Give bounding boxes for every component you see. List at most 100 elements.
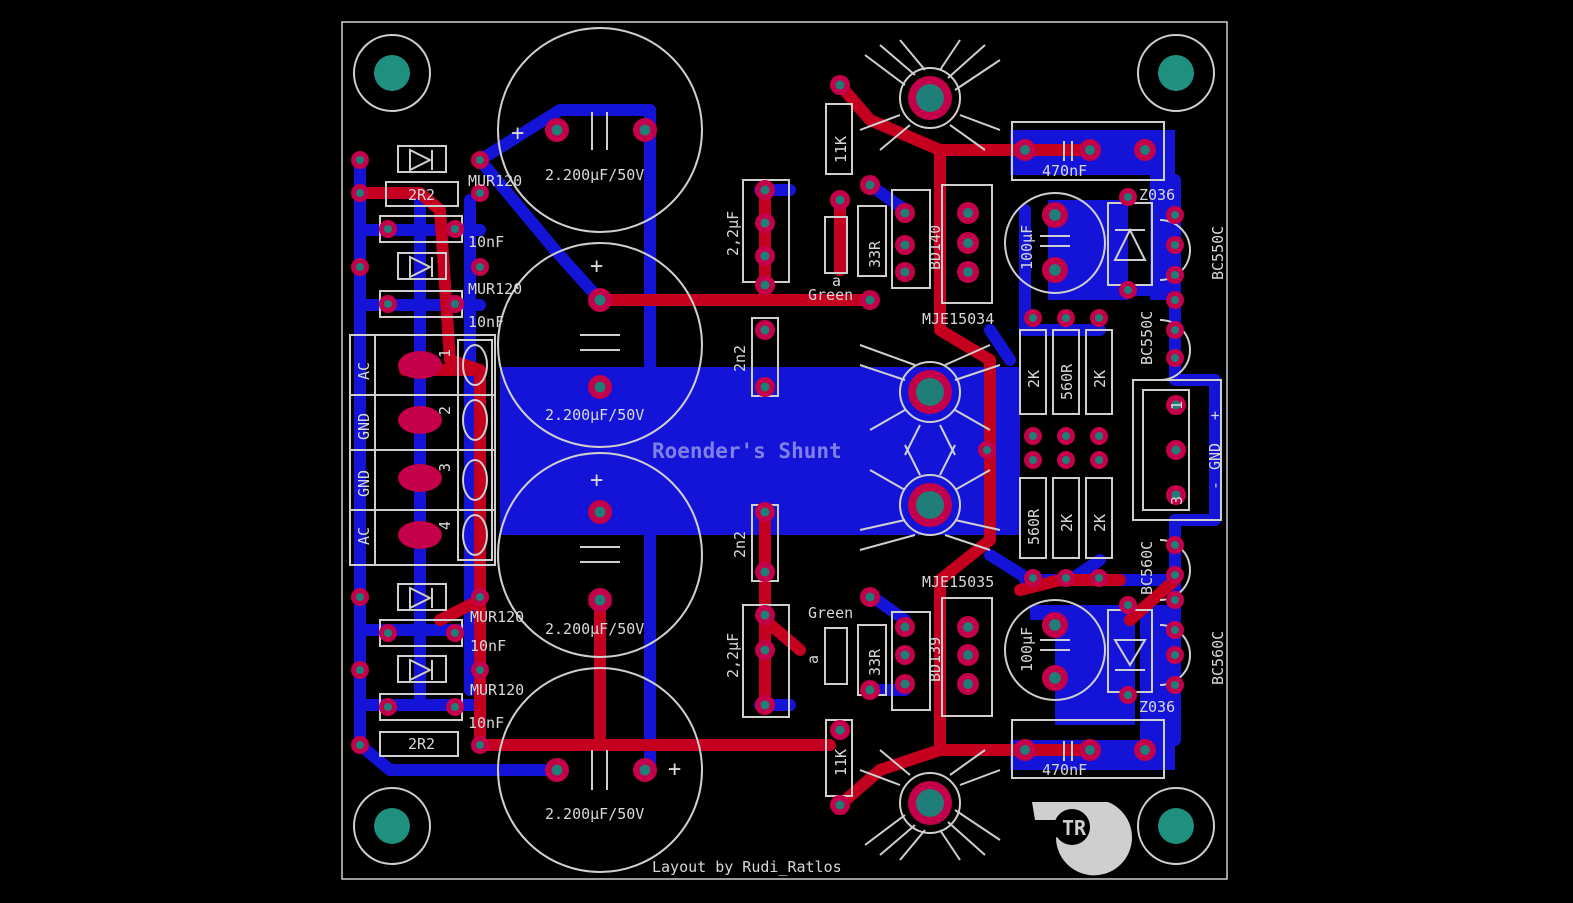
pad-drill <box>1170 650 1180 660</box>
pad-drill <box>982 445 992 455</box>
pad-drill <box>475 740 485 750</box>
transistor-mount-drill <box>916 84 944 112</box>
pad-drill <box>835 195 845 205</box>
bd139-label: BD139 <box>926 637 944 682</box>
bc550c-b-label: BC550C <box>1138 311 1156 365</box>
bc560c-b-label: BC560C <box>1209 631 1227 685</box>
c470-bot-label: 470nF <box>1042 761 1087 779</box>
term-ac2: AC <box>355 527 373 545</box>
pad-drill <box>355 592 365 602</box>
pad-drill <box>900 267 910 277</box>
pad-drill <box>1170 595 1180 605</box>
c100-bot-plane <box>1055 605 1135 725</box>
c22u-bot-label: 2,2µF <box>724 633 742 678</box>
pad-drill <box>355 740 365 750</box>
transistor-mount-drill <box>916 789 944 817</box>
pad-drill <box>760 185 770 195</box>
pad-drill <box>1061 313 1071 323</box>
green-led-top-label: Green <box>808 286 853 304</box>
pad-drill <box>835 725 845 735</box>
pad-drill <box>594 594 606 606</box>
pad-drill <box>1123 192 1133 202</box>
bc560c-a-label: BC560C <box>1138 541 1156 595</box>
term-ac1: AC <box>355 362 373 380</box>
pad-drill <box>1085 745 1095 755</box>
pad-drill <box>1170 625 1180 635</box>
term-n1: 1 <box>436 349 454 358</box>
mur2-label: MUR120 <box>468 280 522 298</box>
pad-drill <box>963 679 973 689</box>
pad-drill <box>639 764 651 776</box>
right-copper-top <box>1010 130 1175 300</box>
r11k-bot-label: 11K <box>832 749 850 776</box>
pad-drill <box>760 645 770 655</box>
pad-drill <box>1061 573 1071 583</box>
pad-drill <box>1049 619 1061 631</box>
plus-mark-2: + <box>590 254 603 279</box>
terminal-pad <box>398 521 442 549</box>
pad-drill <box>1170 570 1180 580</box>
pad-drill <box>760 280 770 290</box>
pad-drill <box>1049 209 1061 221</box>
pad-drill <box>1028 431 1038 441</box>
mje15034-label: MJE15034 <box>922 310 994 328</box>
layout-credit: Layout by Rudi_Ratlos <box>652 858 842 876</box>
pad-drill <box>865 180 875 190</box>
pad-drill <box>900 208 910 218</box>
term-n3: 3 <box>436 463 454 472</box>
heatsink-mid <box>859 344 1001 551</box>
out-conn-pin1: 1 <box>1168 401 1186 410</box>
c10n4-label: 10nF <box>468 714 504 732</box>
c10n2-label: 10nF <box>468 313 504 331</box>
pad-drill <box>900 679 910 689</box>
pad-drill <box>551 124 563 136</box>
c100-top-label: 100µF <box>1018 225 1036 270</box>
pad-drill <box>900 240 910 250</box>
pad-drill <box>1061 431 1071 441</box>
r2r2-bot-label: 2R2 <box>408 735 435 753</box>
c22u-top-label: 2,2µF <box>724 211 742 256</box>
pad-drill <box>1170 210 1180 220</box>
pad-drill <box>383 702 393 712</box>
plus-mark-4: + <box>668 757 681 782</box>
pad-drill <box>551 764 563 776</box>
pad-drill <box>594 506 606 518</box>
pad-drill <box>963 208 973 218</box>
logo-text: TR <box>1062 816 1087 840</box>
term-gnd1: GND <box>355 413 373 440</box>
pad-drill <box>963 622 973 632</box>
pad-drill <box>475 155 485 165</box>
c10n3-label: 10nF <box>470 637 506 655</box>
pad-drill <box>1028 573 1038 583</box>
pads <box>351 75 1186 825</box>
pad-drill <box>865 592 875 602</box>
pad-drill <box>639 124 651 136</box>
terminal-pad <box>398 406 442 434</box>
pad-drill <box>1170 270 1180 280</box>
terminal-pad <box>398 464 442 492</box>
pad-drill <box>963 238 973 248</box>
pad-drill <box>760 700 770 710</box>
term-n4: 4 <box>436 521 454 530</box>
pad-drill <box>1028 455 1038 465</box>
pad-drill <box>900 650 910 660</box>
out-conn-plus: + <box>1206 411 1224 420</box>
plus-mark-3: + <box>590 468 603 493</box>
out-conn-minus: - <box>1206 481 1224 490</box>
cap-label-3: 2.200µF/50V <box>545 620 644 638</box>
mur1-label: MUR120 <box>468 172 522 190</box>
pad-drill <box>1123 285 1133 295</box>
pad-drill <box>1171 445 1181 455</box>
c10n1-label: 10nF <box>468 233 504 251</box>
pad-drill <box>383 628 393 638</box>
pad-drill <box>1094 313 1104 323</box>
pad-drill <box>760 567 770 577</box>
z036-bot-label: Z036 <box>1139 698 1175 716</box>
c2n2-top-label: 2n2 <box>731 345 749 372</box>
mje15035-label: MJE15035 <box>922 573 994 591</box>
tr-logo: TR <box>1032 802 1132 876</box>
heatsink-bottom <box>859 749 1001 861</box>
pad-drill <box>475 592 485 602</box>
pad-drill <box>383 224 393 234</box>
